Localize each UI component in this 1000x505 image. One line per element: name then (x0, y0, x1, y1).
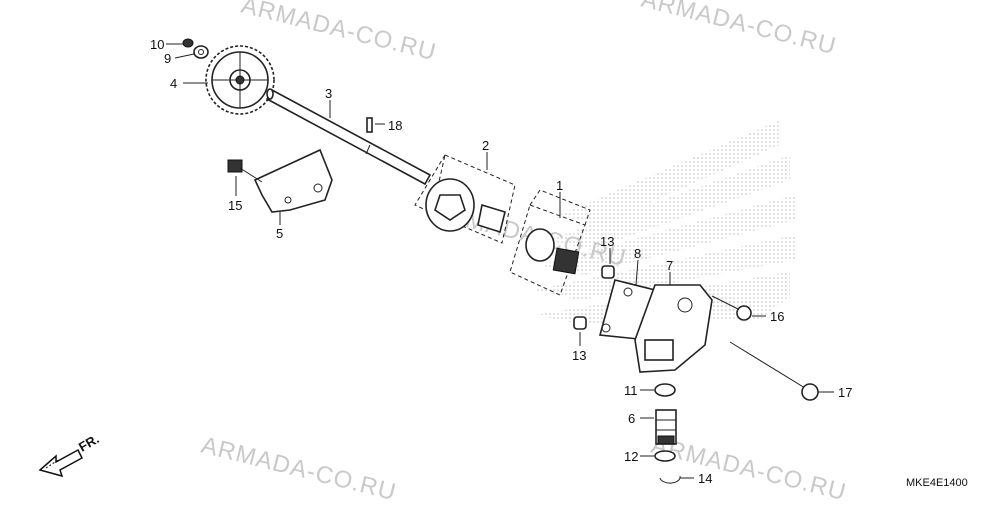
dowel-pin-part (601, 265, 615, 279)
callout-label: 14 (698, 471, 712, 486)
callout-label: 9 (164, 51, 171, 66)
callout-label: 10 (150, 37, 164, 52)
callout-label: 13 (572, 348, 586, 363)
washer-part (193, 45, 209, 59)
dowel-pin-part (573, 316, 587, 330)
pin-part (366, 117, 373, 133)
callout-label: 16 (770, 309, 784, 324)
callout-label: 13 (600, 234, 614, 249)
bolt-part (227, 159, 263, 183)
callout-label: 7 (666, 258, 673, 273)
callout-label: 11 (624, 383, 638, 398)
watermark: ARMADA-CO.RU (199, 432, 400, 500)
pump-cover-part (634, 284, 713, 373)
callout-label: 17 (838, 385, 852, 400)
callout-label: 8 (634, 246, 641, 261)
callout-label: 15 (228, 198, 242, 213)
front-direction-arrow-icon (38, 448, 83, 478)
callout-label: 6 (628, 411, 635, 426)
nut-part (182, 38, 194, 48)
callout-label: 18 (388, 118, 402, 133)
watermark: ARMADA-CO.RU (639, 0, 840, 60)
o-ring-part (654, 383, 676, 397)
bolt-part (711, 295, 752, 321)
callout-label: 2 (482, 138, 489, 153)
circlip-part (659, 475, 681, 484)
direction-label: FR. (76, 431, 102, 454)
relief-valve-part (655, 409, 677, 445)
callout-label: 4 (170, 76, 177, 91)
long-bolt-part (729, 341, 819, 401)
shaft-part (265, 88, 432, 186)
callout-label: 3 (325, 86, 332, 101)
gear-part (205, 45, 275, 115)
plate-part (253, 148, 333, 213)
callout-label: 12 (624, 449, 638, 464)
pump-rotor-part (525, 228, 580, 275)
o-ring-part (654, 450, 676, 462)
diagram-code: MKE4E1400 (906, 477, 968, 489)
callout-label: 1 (556, 178, 563, 193)
outer-rotor-part (425, 178, 475, 232)
callout-label: 5 (276, 226, 283, 241)
watermark: ARMADA-CO.RU (649, 432, 850, 500)
inner-rotor-part (477, 203, 506, 234)
watermark: ARMADA-CO.RU (239, 0, 440, 66)
